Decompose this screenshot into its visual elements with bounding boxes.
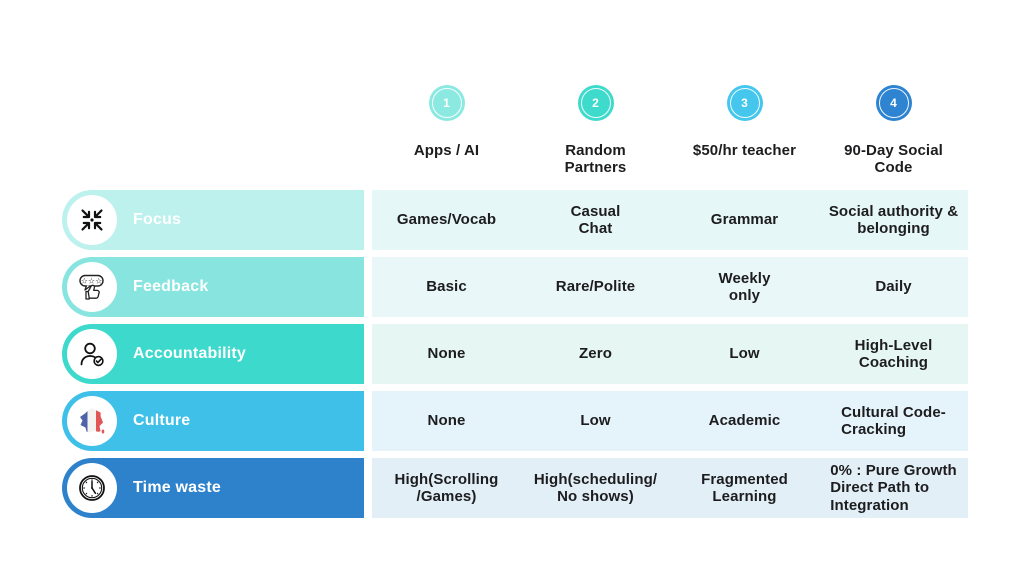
table-cell: Low (580, 412, 611, 430)
column-number-badge: 3 (726, 85, 763, 121)
column-number: 1 (443, 96, 450, 110)
table-cell: High(scheduling/ No shows) (533, 470, 658, 505)
row-cells: Basic Rare/Polite Weekly only Daily (372, 257, 968, 317)
table-cell: None (427, 412, 466, 430)
table-row-accountability: Accountability None Zero Low High-Level … (62, 324, 968, 384)
table-row-culture: Culture None Low Academic Cultural Code-… (62, 391, 968, 451)
feedback-stars-thumb-icon: ☆☆☆ (67, 262, 117, 312)
row-cells: None Zero Low High-Level Coaching (372, 324, 968, 384)
row-cells: None Low Academic Cultural Code- Crackin… (372, 391, 968, 451)
row-cells: Games/Vocab Casual Chat Grammar Social a… (372, 190, 968, 250)
table-cell: Games/Vocab (396, 211, 497, 229)
clock-icon (67, 463, 117, 513)
column-label: Random Partners (564, 142, 627, 177)
row-header-pill: Culture (62, 391, 364, 451)
table-cell: Cultural Code- Cracking (841, 403, 946, 438)
table-cell: 0% : Pure Growth Direct Path to Integrat… (830, 462, 957, 514)
row-label: Focus (133, 211, 182, 228)
row-header-pill: Focus (62, 190, 364, 250)
row-label: Time waste (133, 479, 221, 496)
column-header-random-partners: 2 Random Partners (521, 85, 670, 190)
table-cell: High(Scrolling /Games) (394, 470, 499, 505)
row-header-pill: ☆☆☆ Feedback (62, 257, 364, 317)
column-label: Apps / AI (413, 142, 480, 159)
column-number: 2 (592, 96, 599, 110)
table-cell: Social authority & belonging (828, 202, 959, 237)
column-header-social-code: 4 90-Day Social Code (819, 85, 968, 190)
column-number-badge: 2 (577, 85, 614, 121)
svg-text:☆☆☆: ☆☆☆ (81, 277, 103, 286)
table-cell: Casual Chat (570, 202, 621, 237)
row-header-pill: Accountability (62, 324, 364, 384)
column-label: $50/hr teacher (692, 142, 797, 159)
row-cells: High(Scrolling /Games) High(scheduling/ … (372, 458, 968, 518)
row-label: Accountability (133, 345, 247, 362)
column-number-badge: 4 (875, 85, 912, 121)
table-cell: Weekly only (718, 269, 771, 304)
column-header-apps-ai: 1 Apps / AI (372, 85, 521, 190)
column-number-badge: 1 (428, 85, 465, 121)
table-row-focus: Focus Games/Vocab Casual Chat Grammar So… (62, 190, 968, 250)
column-number: 4 (890, 96, 897, 110)
table-cell: Grammar (710, 211, 779, 229)
column-header-row: 1 Apps / AI 2 Random Partners 3 $50/hr t… (372, 85, 968, 190)
table-cell: Rare/Polite (555, 278, 636, 296)
table-body: 1 Apps / AI 2 Random Partners 3 $50/hr t… (62, 85, 968, 525)
table-row-feedback: ☆☆☆ Feedback Basic Rare/Polite Weekly on… (62, 257, 968, 317)
row-label: Culture (133, 412, 191, 429)
france-map-icon (67, 396, 117, 446)
column-number: 3 (741, 96, 748, 110)
focus-arrows-icon (67, 195, 117, 245)
table-row-time-waste: Time waste High(Scrolling /Games) High(s… (62, 458, 968, 518)
row-label: Feedback (133, 278, 209, 295)
table-cell: Zero (579, 345, 612, 363)
table-cell: Academic (708, 412, 781, 430)
row-header-pill: Time waste (62, 458, 364, 518)
column-label: 90-Day Social Code (844, 142, 943, 177)
column-header-teacher: 3 $50/hr teacher (670, 85, 819, 190)
person-check-icon (67, 329, 117, 379)
table-cell: Low (729, 345, 760, 363)
table-cell: Daily (875, 278, 912, 296)
table-cell: None (427, 345, 466, 363)
table-cell: Basic (426, 278, 467, 296)
table-cell: High-Level Coaching (854, 336, 933, 371)
table-cell: Fragmented Learning (701, 470, 788, 505)
